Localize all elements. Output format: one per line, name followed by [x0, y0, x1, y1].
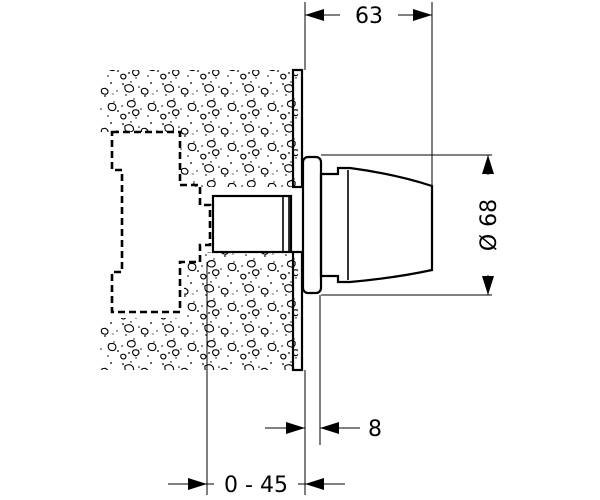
concealed-valve-body: [110, 130, 212, 314]
valve-handle: [319, 166, 434, 284]
dimension-plate-thickness: 8: [265, 417, 382, 442]
arrow-left-icon: [320, 422, 339, 434]
wall-finish-plate: [291, 68, 304, 372]
dimension-label-diameter: Ø 68: [477, 199, 502, 251]
arrow-right-icon: [188, 478, 207, 490]
wall-section: [100, 70, 298, 370]
arrow-up-icon: [482, 155, 494, 174]
arrow-left-icon: [305, 478, 324, 490]
dimension-label-top-width: 63: [355, 4, 383, 29]
arrow-left-icon: [305, 9, 324, 21]
extension-lines: [206, 2, 492, 495]
rosette-plate: [301, 155, 323, 295]
dimension-label-plate-thickness: 8: [368, 417, 382, 442]
arrow-right-icon: [413, 9, 432, 21]
arrow-right-icon: [286, 422, 305, 434]
extension-sleeve: [211, 194, 293, 254]
dimension-installation-depth: 0 - 45: [168, 468, 345, 498]
dimension-diameter: Ø 68: [477, 155, 502, 295]
wall-lower: [100, 252, 298, 370]
wall-upper: [100, 70, 298, 187]
dimension-top-width: 63: [305, 4, 432, 29]
arrow-down-icon: [482, 276, 494, 295]
dimension-label-installation-depth: 0 - 45: [224, 473, 288, 498]
